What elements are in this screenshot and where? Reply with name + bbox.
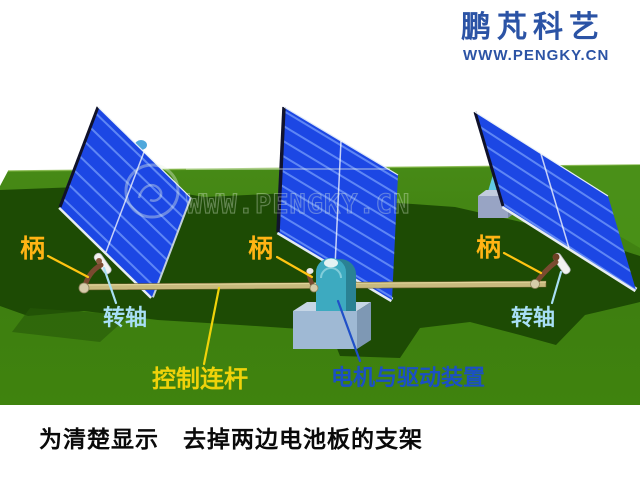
leader-motor bbox=[336, 299, 362, 363]
label-handle-right: 柄 bbox=[476, 234, 502, 262]
watermark-text: WWW.PENGKY.CN bbox=[186, 189, 410, 220]
leader-lines bbox=[46, 251, 563, 366]
leader-pivot-left bbox=[102, 266, 118, 305]
label-pivot-left: 转轴 bbox=[103, 305, 148, 330]
panel-divider bbox=[334, 140, 342, 267]
solar-panel-left bbox=[58, 106, 192, 299]
label-control-rod: 控制连杆 bbox=[152, 366, 248, 393]
leader-pivot-right bbox=[550, 270, 563, 305]
small-shadow-wedge bbox=[12, 308, 130, 342]
caption-text: 为清楚显示 去掉两边电池板的支架 bbox=[39, 426, 423, 452]
label-pivot-right: 转轴 bbox=[511, 305, 556, 330]
crank-left bbox=[78, 252, 112, 294]
crank-right bbox=[530, 252, 571, 289]
site-logo-title: 鹏芃科艺 bbox=[461, 11, 605, 44]
leader-handle-right bbox=[502, 251, 543, 275]
solar-panel-right bbox=[473, 111, 638, 293]
motor-base-box bbox=[293, 311, 357, 349]
panel-divider bbox=[105, 151, 145, 253]
leader-control-rod bbox=[202, 286, 221, 366]
watermark-logo-circle bbox=[124, 163, 180, 219]
label-handle-middle: 柄 bbox=[248, 235, 274, 263]
label-motor-drive: 电机与驱动装置 bbox=[331, 365, 486, 390]
panel-divider bbox=[540, 153, 570, 249]
watermark: WWW.PENGKY.CN bbox=[124, 163, 410, 221]
site-logo-url: WWW.PENGKY.CN bbox=[463, 47, 610, 64]
leader-handle-left bbox=[46, 254, 90, 279]
label-handle-left: 柄 bbox=[20, 235, 46, 263]
leader-handle-middle bbox=[275, 255, 314, 279]
crank-middle bbox=[305, 268, 319, 293]
motor-drive-unit bbox=[293, 258, 371, 349]
